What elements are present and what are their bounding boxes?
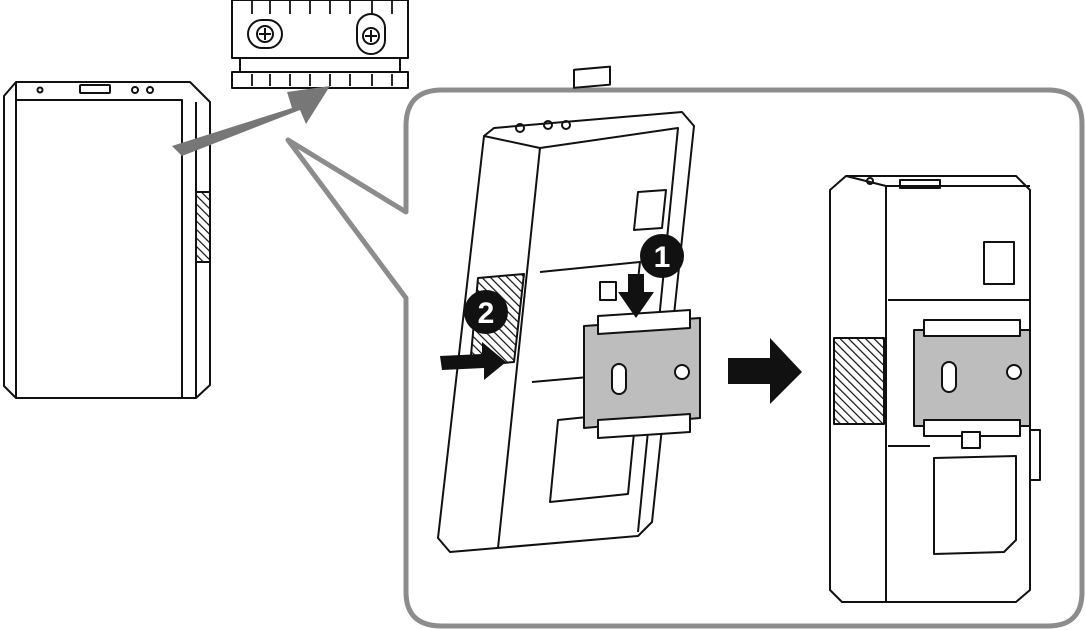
step-badge-1: 1 <box>640 234 684 278</box>
screw-icon <box>362 27 380 45</box>
arrow-right-icon <box>440 342 506 380</box>
vent-grille-icon <box>195 191 211 263</box>
screw-icon <box>256 25 274 43</box>
rail-bracket-attached <box>583 309 701 439</box>
detail-callout-panel <box>285 87 1085 629</box>
step-number-2: 2 <box>478 297 495 330</box>
device-overview <box>3 81 211 399</box>
arrow-right-icon <box>172 86 330 156</box>
step-number-1: 1 <box>654 241 671 274</box>
arrow-down-icon <box>618 274 654 318</box>
step-badge-2: 2 <box>464 290 508 334</box>
arrow-right-icon <box>728 338 802 404</box>
rail-bracket-icon <box>231 0 409 89</box>
rail-bracket-mounted <box>913 319 1031 449</box>
vent-grille-icon <box>833 337 885 425</box>
